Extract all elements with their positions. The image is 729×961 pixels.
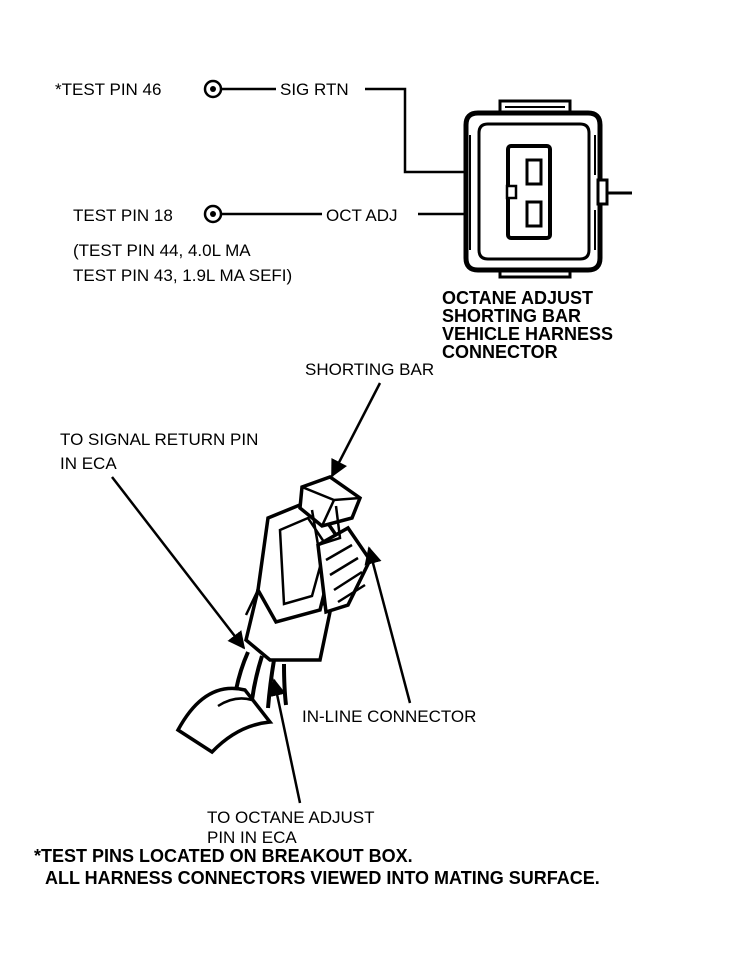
inline-connector-harness-icon [175,475,373,755]
test-pin-18-terminal-icon [203,204,223,224]
inline-connector-label: IN-LINE CONNECTOR [302,707,476,726]
shorting-bar-arrow-icon [330,382,382,478]
oct-adj-label: OCT ADJ [326,206,397,225]
sig-rtn-label: SIG RTN [280,80,349,99]
bottom-diagram: SHORTING BAR TO SIGNAL RETURN PIN IN ECA [60,360,476,847]
footnote: *TEST PINS LOCATED ON BREAKOUT BOX. ALL … [34,846,600,888]
test-pin-46-label: *TEST PIN 46 [55,80,161,99]
test-pin-18-label: TEST PIN 18 [73,206,173,225]
connector-caption-line4: CONNECTOR [442,342,558,362]
shorting-bar-label: SHORTING BAR [305,360,434,379]
footnote-line1: *TEST PINS LOCATED ON BREAKOUT BOX. [34,846,413,866]
signal-return-arrow-icon [111,476,246,650]
pin-note-line1: (TEST PIN 44, 4.0L MA [73,241,251,260]
octane-pin-label-line2: PIN IN ECA [207,828,297,847]
top-diagram: *TEST PIN 46 SIG RTN TEST PIN 18 OCT ADJ… [55,79,632,362]
connector-caption: OCTANE ADJUST SHORTING BAR VEHICLE HARNE… [442,288,613,362]
inline-connector-arrow-icon [364,546,412,704]
footnote-line2: ALL HARNESS CONNECTORS VIEWED INTO MATIN… [45,868,600,888]
octane-pin-arrow-icon [268,678,302,804]
connector-caption-line3: VEHICLE HARNESS [442,324,613,344]
signal-return-label-line2: IN ECA [60,454,117,473]
vehicle-harness-connector-icon [463,99,632,279]
pin-note-line2: TEST PIN 43, 1.9L MA SEFI) [73,266,292,285]
connector-caption-line1: OCTANE ADJUST [442,288,593,308]
test-pin-46-terminal-icon [203,79,223,99]
connector-caption-line2: SHORTING BAR [442,306,581,326]
octane-pin-label-line1: TO OCTANE ADJUST [207,808,375,827]
signal-return-label-line1: TO SIGNAL RETURN PIN [60,430,258,449]
